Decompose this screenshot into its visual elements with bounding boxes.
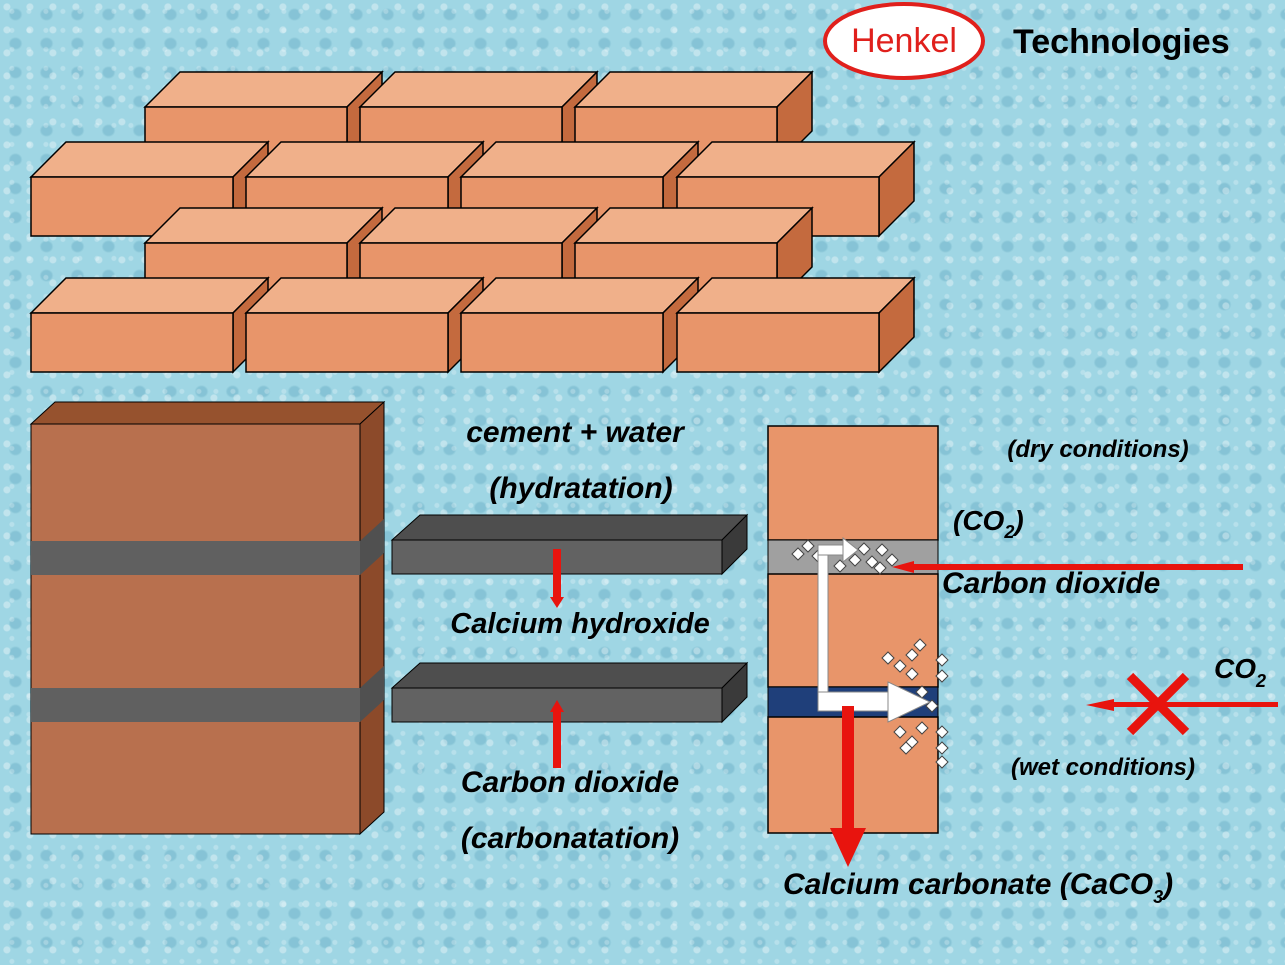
- mortar-layer-upper: [31, 519, 384, 575]
- cross-icon: [1126, 672, 1190, 736]
- arrow-down-to-calcium-hydroxide: [550, 549, 564, 608]
- brick: [245, 277, 484, 373]
- arrow-up-from-carbon-dioxide: [550, 700, 564, 768]
- blocked-co2-arrow: [1086, 672, 1278, 736]
- brick-wall: [30, 71, 915, 373]
- label-carbon-dioxide: Carbon dioxide: [461, 766, 679, 799]
- brand-title: Technologies: [1013, 23, 1230, 61]
- brick: [460, 277, 699, 373]
- henkel-logo: Henkel: [823, 2, 985, 80]
- label-co2-dry: (CO2): [953, 505, 1024, 542]
- brick-top: [767, 425, 939, 541]
- label-calcium-hydroxide: Calcium hydroxide: [450, 608, 709, 640]
- label-co2: CO2: [1214, 653, 1266, 691]
- arrow-down-to-calcium-carbonate: [830, 706, 866, 867]
- brick: [30, 277, 269, 373]
- brick: [676, 277, 915, 373]
- white-flow-arrows: [817, 536, 932, 723]
- label-cement-water: cement + water: [466, 416, 686, 449]
- label-hydratation: (hydratation): [489, 472, 672, 505]
- label-carbon-dioxide-right: Carbon dioxide: [942, 567, 1160, 600]
- label-dry-conditions: (dry conditions): [1007, 436, 1188, 463]
- mortar-slab-upper: [390, 513, 749, 576]
- label-carbonatation: (carbonatation): [461, 822, 679, 855]
- arrow-carbon-dioxide-in: [892, 561, 1243, 573]
- label-calcium-carbonate: Calcium carbonate (CaCO3): [783, 868, 1173, 907]
- mortar-layer-lower: [31, 666, 384, 722]
- label-wet-conditions: (wet conditions): [1011, 754, 1195, 781]
- logo-text: Henkel: [851, 22, 957, 60]
- mortar-slab-lower: [390, 661, 749, 724]
- brick-column-cross-section: [29, 400, 386, 836]
